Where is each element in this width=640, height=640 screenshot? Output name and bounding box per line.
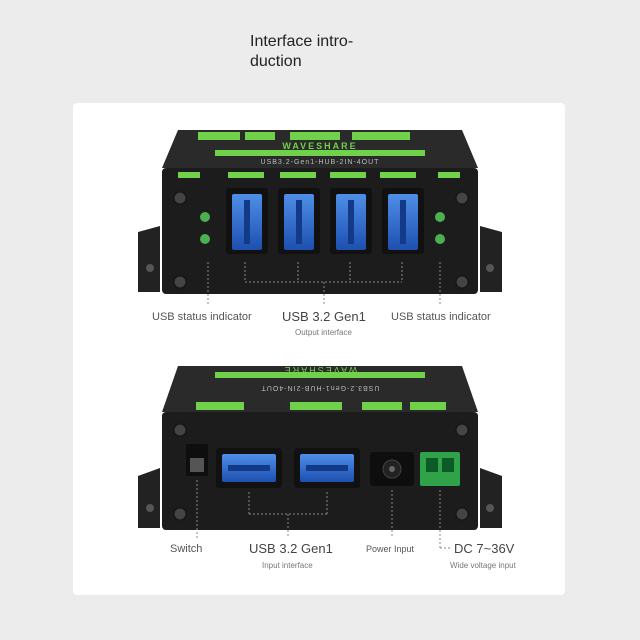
left-bracket xyxy=(138,226,160,292)
model-text: USB3.2-Gen1-HUB-2IN-4OUT xyxy=(261,159,380,166)
right-bracket xyxy=(480,226,502,292)
svg-text:USB3.2-Gen1-HUB-2IN-4OUT: USB3.2-Gen1-HUB-2IN-4OUT xyxy=(261,384,380,391)
top-hub-device: WAVESHARE USB3.2-Gen1-HUB-2IN-4OUT xyxy=(138,130,502,305)
usb-input-sublabel: Input interface xyxy=(262,561,313,570)
usb-status-indicator-label-left: USB status indicator xyxy=(152,311,252,323)
usb-status-indicator-label-right: USB status indicator xyxy=(391,311,491,323)
right-bracket xyxy=(480,468,502,528)
usb-status-led xyxy=(200,212,445,244)
usb-input-ports xyxy=(216,448,360,488)
dc-voltage-sublabel: Wide voltage input xyxy=(450,561,516,570)
left-bracket xyxy=(138,468,160,528)
usb-input-label: USB 3.2 Gen1 xyxy=(249,541,333,556)
bottom-hub-device: USB3.2-Gen1-HUB-2IN-4OUT WAVESHARE xyxy=(138,365,502,549)
brand-text: WAVESHARE xyxy=(282,141,357,151)
title-line-1: Interface intro- xyxy=(250,33,354,50)
switch-label: Switch xyxy=(170,543,203,555)
usb-output-sublabel: Output interface xyxy=(295,328,352,337)
page-title: Interface intro- duction xyxy=(250,32,390,72)
dc-voltage-label: DC 7~36V xyxy=(454,541,515,556)
usb-output-label: USB 3.2 Gen1 xyxy=(282,309,366,324)
title-line-2: duction xyxy=(250,53,302,70)
power-input-label: Power Input xyxy=(366,544,415,554)
svg-text:WAVESHARE: WAVESHARE xyxy=(283,365,358,375)
usb-output-ports xyxy=(226,188,424,254)
